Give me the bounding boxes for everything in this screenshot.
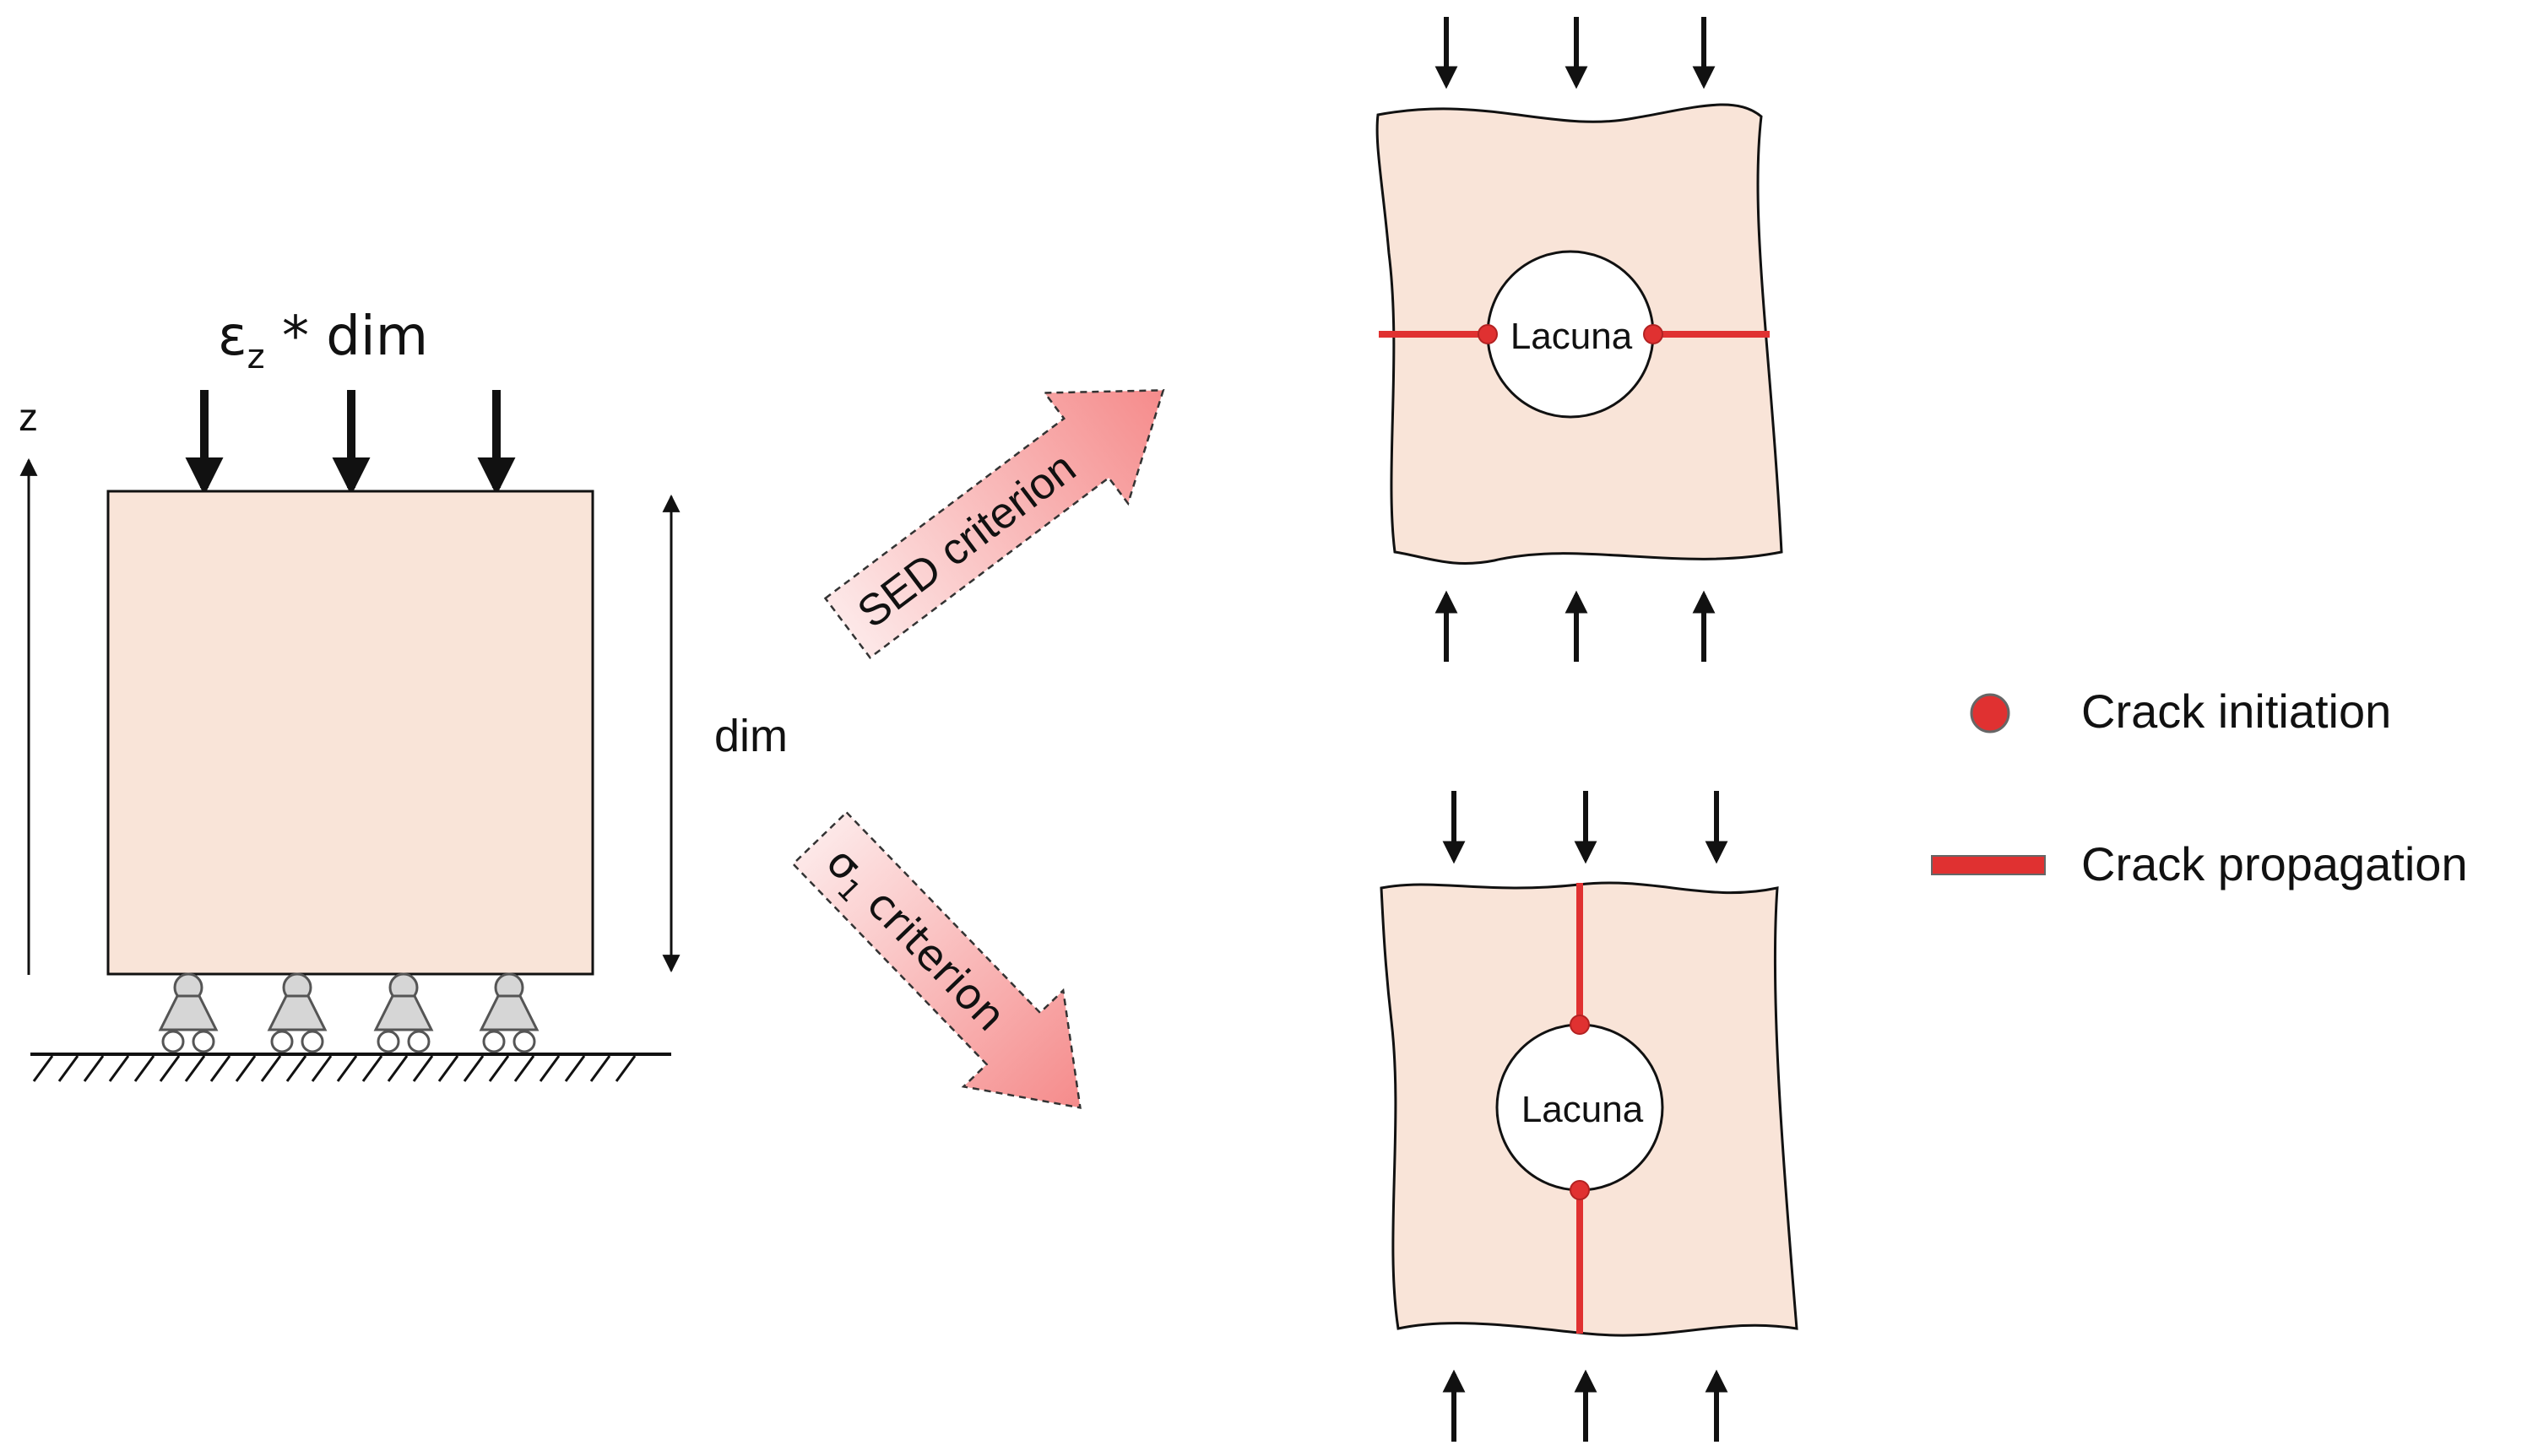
crack-initiation-point bbox=[1570, 1015, 1590, 1035]
ground-hatching bbox=[32, 1055, 637, 1082]
top-load-arrows bbox=[1434, 17, 1716, 89]
z-axis-label: z bbox=[19, 395, 38, 439]
roller-support bbox=[158, 972, 219, 1053]
roller-supports bbox=[158, 972, 540, 1053]
boundary-model: z εz * dim dim bbox=[19, 306, 788, 1082]
crack-initiation-point bbox=[1570, 1180, 1590, 1200]
roller-support bbox=[267, 972, 328, 1053]
legend-propagation-label: Crack propagation bbox=[2081, 837, 2468, 890]
top-load-arrows bbox=[1442, 791, 1728, 864]
sed-criterion-label: SED criterion bbox=[849, 443, 1085, 638]
sigma-result-panel: Lacuna bbox=[1380, 791, 1798, 1442]
legend-initiation-label: Crack initiation bbox=[2081, 685, 2391, 738]
crack-initiation-point bbox=[1643, 324, 1663, 344]
legend-item-propagation: Crack propagation bbox=[1931, 837, 2468, 890]
sigma-criterion-label: σ1 criterion bbox=[811, 837, 1016, 1046]
legend-item-initiation: Crack initiation bbox=[1970, 685, 2391, 738]
load-arrows bbox=[185, 390, 516, 495]
specimen-block bbox=[106, 490, 594, 976]
bottom-load-arrows bbox=[1442, 1369, 1728, 1442]
bottom-load-arrows bbox=[1434, 590, 1716, 662]
sed-result-panel: Lacuna bbox=[1375, 17, 1783, 662]
roller-support bbox=[479, 972, 540, 1053]
crack-initiation-icon bbox=[1970, 693, 2010, 733]
dim-label: dim bbox=[714, 711, 788, 761]
sed-criterion-arrow: SED criterion bbox=[823, 389, 1165, 659]
sigma-criterion-arrow: σ1 criterion bbox=[791, 810, 1082, 1109]
load-label: εz * dim bbox=[218, 306, 428, 376]
crack-propagation-icon bbox=[1931, 855, 2046, 875]
roller-support bbox=[373, 972, 434, 1053]
lacuna-top-label: Lacuna bbox=[1510, 316, 1633, 357]
crack-initiation-point bbox=[1478, 324, 1498, 344]
lacuna-bottom-label: Lacuna bbox=[1521, 1089, 1644, 1130]
legend: Crack initiation Crack propagation bbox=[1931, 685, 2468, 890]
ground bbox=[30, 1053, 671, 1082]
